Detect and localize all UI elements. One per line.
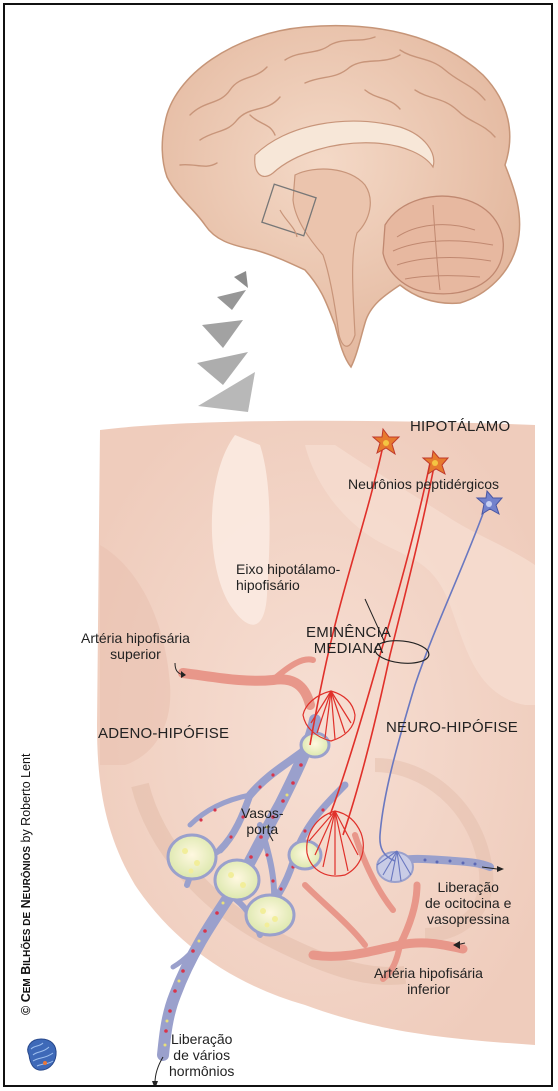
figure-frame: HIPOTÁLAMO Neurônios peptidérgicos Eixo … — [3, 3, 553, 1087]
label-liberacao-ocitocina-vasopressina: Liberação de ocitocina e vasopressina — [425, 879, 511, 927]
author-credit: © CEM BILHÕES DE NEURÔNIOS by Roberto Le… — [19, 595, 35, 1015]
label-arteria-hipofisaria-inferior: Artéria hipofisária inferior — [374, 965, 483, 997]
label-liberacao-varios-hormonios: Liberação de vários hormônios — [169, 1031, 234, 1079]
author-brain-logo — [28, 1039, 56, 1070]
label-hipotalamo: HIPOTÁLAMO — [410, 419, 510, 435]
label-eminencia-mediana: EMINÊNCIA MEDIANA — [306, 625, 391, 657]
label-neuro-hipofise: NEURO-HIPÓFISE — [386, 720, 518, 736]
brain-sagittal-section — [162, 26, 519, 367]
zoom-arrows — [197, 271, 255, 412]
label-adeno-hipofise: ADENO-HIPÓFISE — [98, 726, 229, 742]
label-eixo-hipotalamo-hipofisario: Eixo hipotálamo- hipofisário — [236, 561, 340, 593]
label-vasos-porta: Vasos- porta — [241, 805, 284, 837]
label-arteria-hipofisaria-superior: Artéria hipofisária superior — [81, 630, 190, 662]
label-neuronios-peptidergicos: Neurônios peptidérgicos — [348, 476, 499, 492]
